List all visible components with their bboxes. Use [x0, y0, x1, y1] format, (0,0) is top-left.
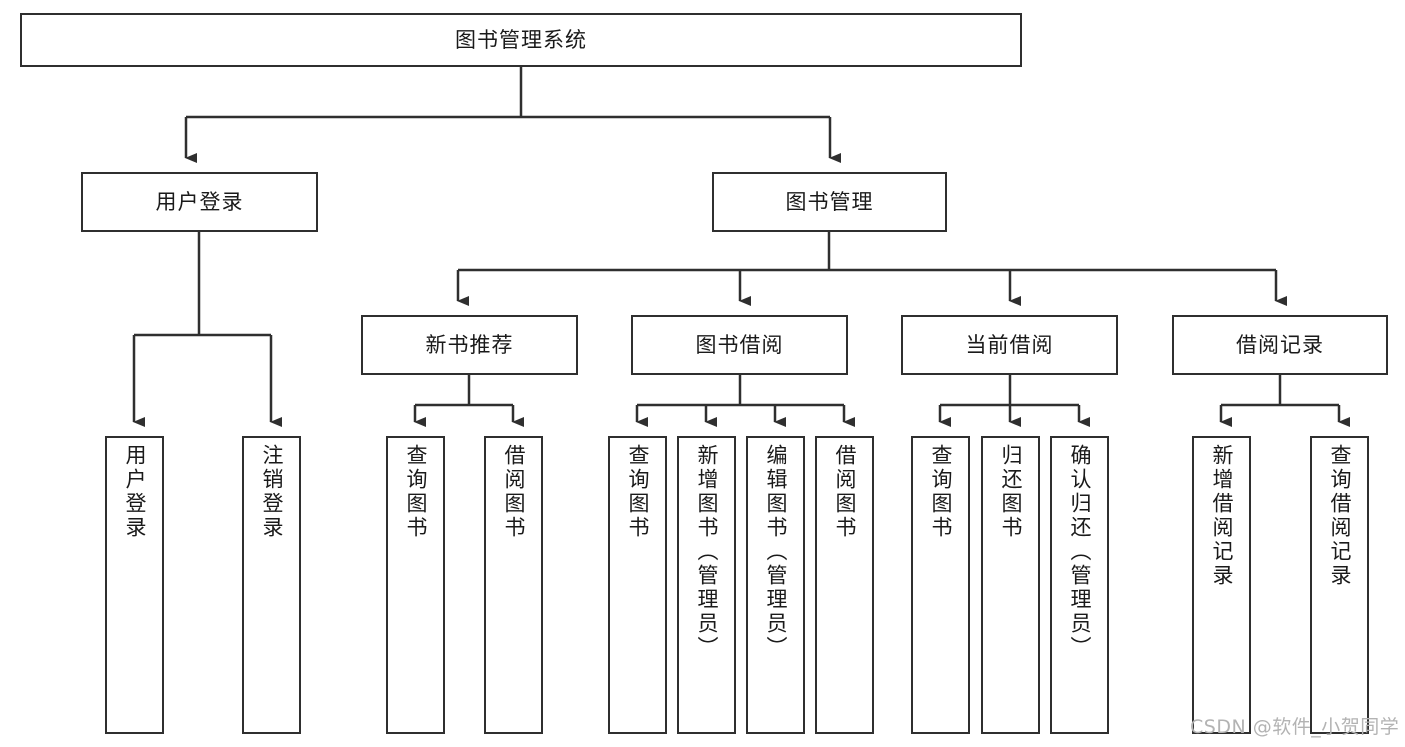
node-leaf-query-book-1-label: 查询图书: [403, 444, 428, 540]
node-book-manage[interactable]: 图书管理: [712, 172, 947, 232]
node-leaf-edit-book[interactable]: 编辑图书（管理员）: [746, 436, 805, 734]
node-leaf-borrow-book-1[interactable]: 借阅图书: [484, 436, 543, 734]
node-current-borrow[interactable]: 当前借阅: [901, 315, 1118, 375]
node-leaf-user-login[interactable]: 用户登录: [105, 436, 164, 734]
node-leaf-query-book-1[interactable]: 查询图书: [386, 436, 445, 734]
node-leaf-add-book-label: 新增图书（管理员）: [694, 444, 719, 660]
node-leaf-add-record-label: 新增借阅记录: [1209, 444, 1234, 588]
node-new-book-rec-label: 新书推荐: [425, 332, 514, 357]
node-leaf-query-record-label: 查询借阅记录: [1327, 444, 1352, 588]
node-leaf-confirm-return[interactable]: 确认归还（管理员）: [1050, 436, 1109, 734]
node-leaf-borrow-book-1-label: 借阅图书: [501, 444, 526, 540]
node-leaf-query-book-2[interactable]: 查询图书: [608, 436, 667, 734]
node-user-login-label: 用户登录: [155, 189, 244, 214]
node-current-borrow-label: 当前借阅: [965, 332, 1054, 357]
node-root[interactable]: 图书管理系统: [20, 13, 1022, 67]
node-leaf-add-book[interactable]: 新增图书（管理员）: [677, 436, 736, 734]
node-leaf-borrow-book-2-label: 借阅图书: [832, 444, 857, 540]
node-book-borrow-label: 图书借阅: [695, 332, 784, 357]
node-borrow-record-label: 借阅记录: [1236, 332, 1324, 357]
node-leaf-query-record[interactable]: 查询借阅记录: [1310, 436, 1369, 734]
node-leaf-return-book[interactable]: 归还图书: [981, 436, 1040, 734]
node-leaf-logout-login[interactable]: 注销登录: [242, 436, 301, 734]
node-leaf-user-login-label: 用户登录: [122, 444, 147, 540]
node-leaf-logout-login-label: 注销登录: [259, 444, 284, 540]
node-root-label: 图书管理系统: [455, 27, 587, 52]
node-leaf-query-book-3[interactable]: 查询图书: [911, 436, 970, 734]
node-book-manage-label: 图书管理: [785, 189, 874, 214]
node-borrow-record[interactable]: 借阅记录: [1172, 315, 1388, 375]
node-leaf-query-book-3-label: 查询图书: [928, 444, 953, 540]
node-leaf-confirm-return-label: 确认归还（管理员）: [1067, 444, 1092, 660]
node-user-login[interactable]: 用户登录: [81, 172, 318, 232]
node-leaf-return-book-label: 归还图书: [998, 444, 1023, 540]
node-new-book-rec[interactable]: 新书推荐: [361, 315, 578, 375]
node-leaf-query-book-2-label: 查询图书: [625, 444, 650, 540]
node-leaf-edit-book-label: 编辑图书（管理员）: [763, 444, 788, 660]
node-leaf-add-record[interactable]: 新增借阅记录: [1192, 436, 1251, 734]
node-leaf-borrow-book-2[interactable]: 借阅图书: [815, 436, 874, 734]
watermark-text: CSDN @软件_小贺同学: [1190, 716, 1400, 738]
node-book-borrow[interactable]: 图书借阅: [631, 315, 848, 375]
